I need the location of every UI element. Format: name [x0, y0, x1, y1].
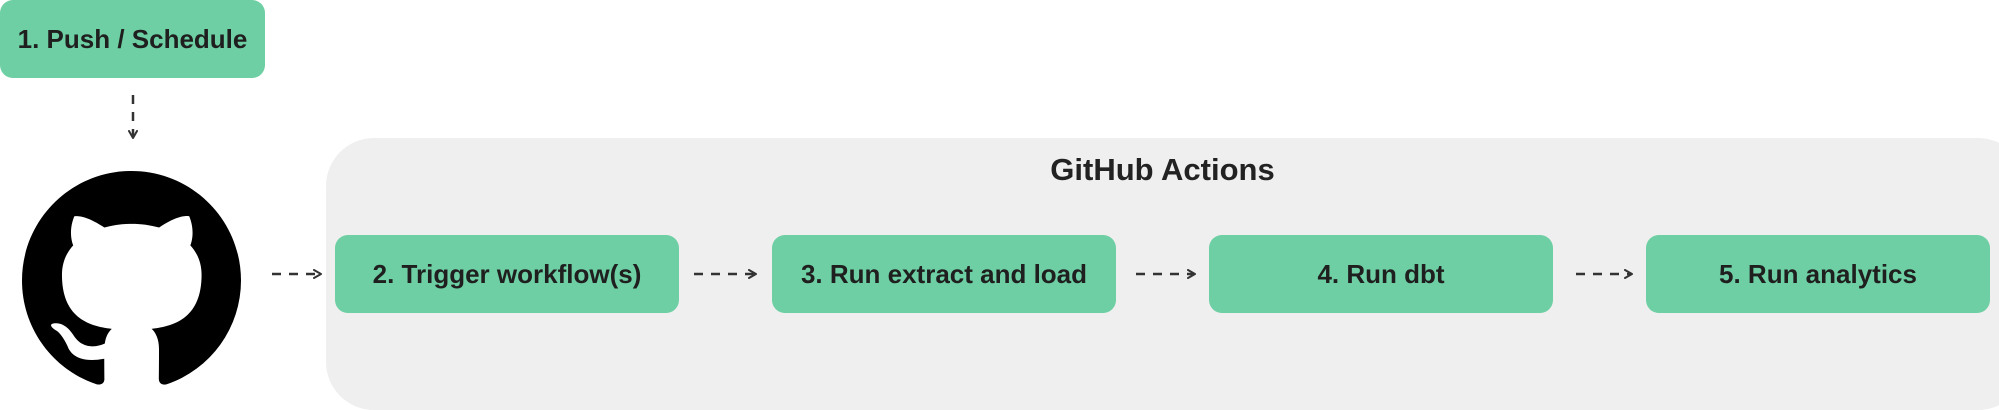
step-run-extract-load: 3. Run extract and load: [772, 235, 1116, 313]
step-trigger-workflow: 2. Trigger workflow(s): [335, 235, 679, 313]
github-icon: [22, 171, 241, 385]
step-run-dbt: 4. Run dbt: [1209, 235, 1553, 313]
step-run-analytics: 5. Run analytics: [1646, 235, 1990, 313]
group-title: GitHub Actions: [1050, 152, 1275, 187]
step-push-schedule: 1. Push / Schedule: [0, 0, 265, 78]
